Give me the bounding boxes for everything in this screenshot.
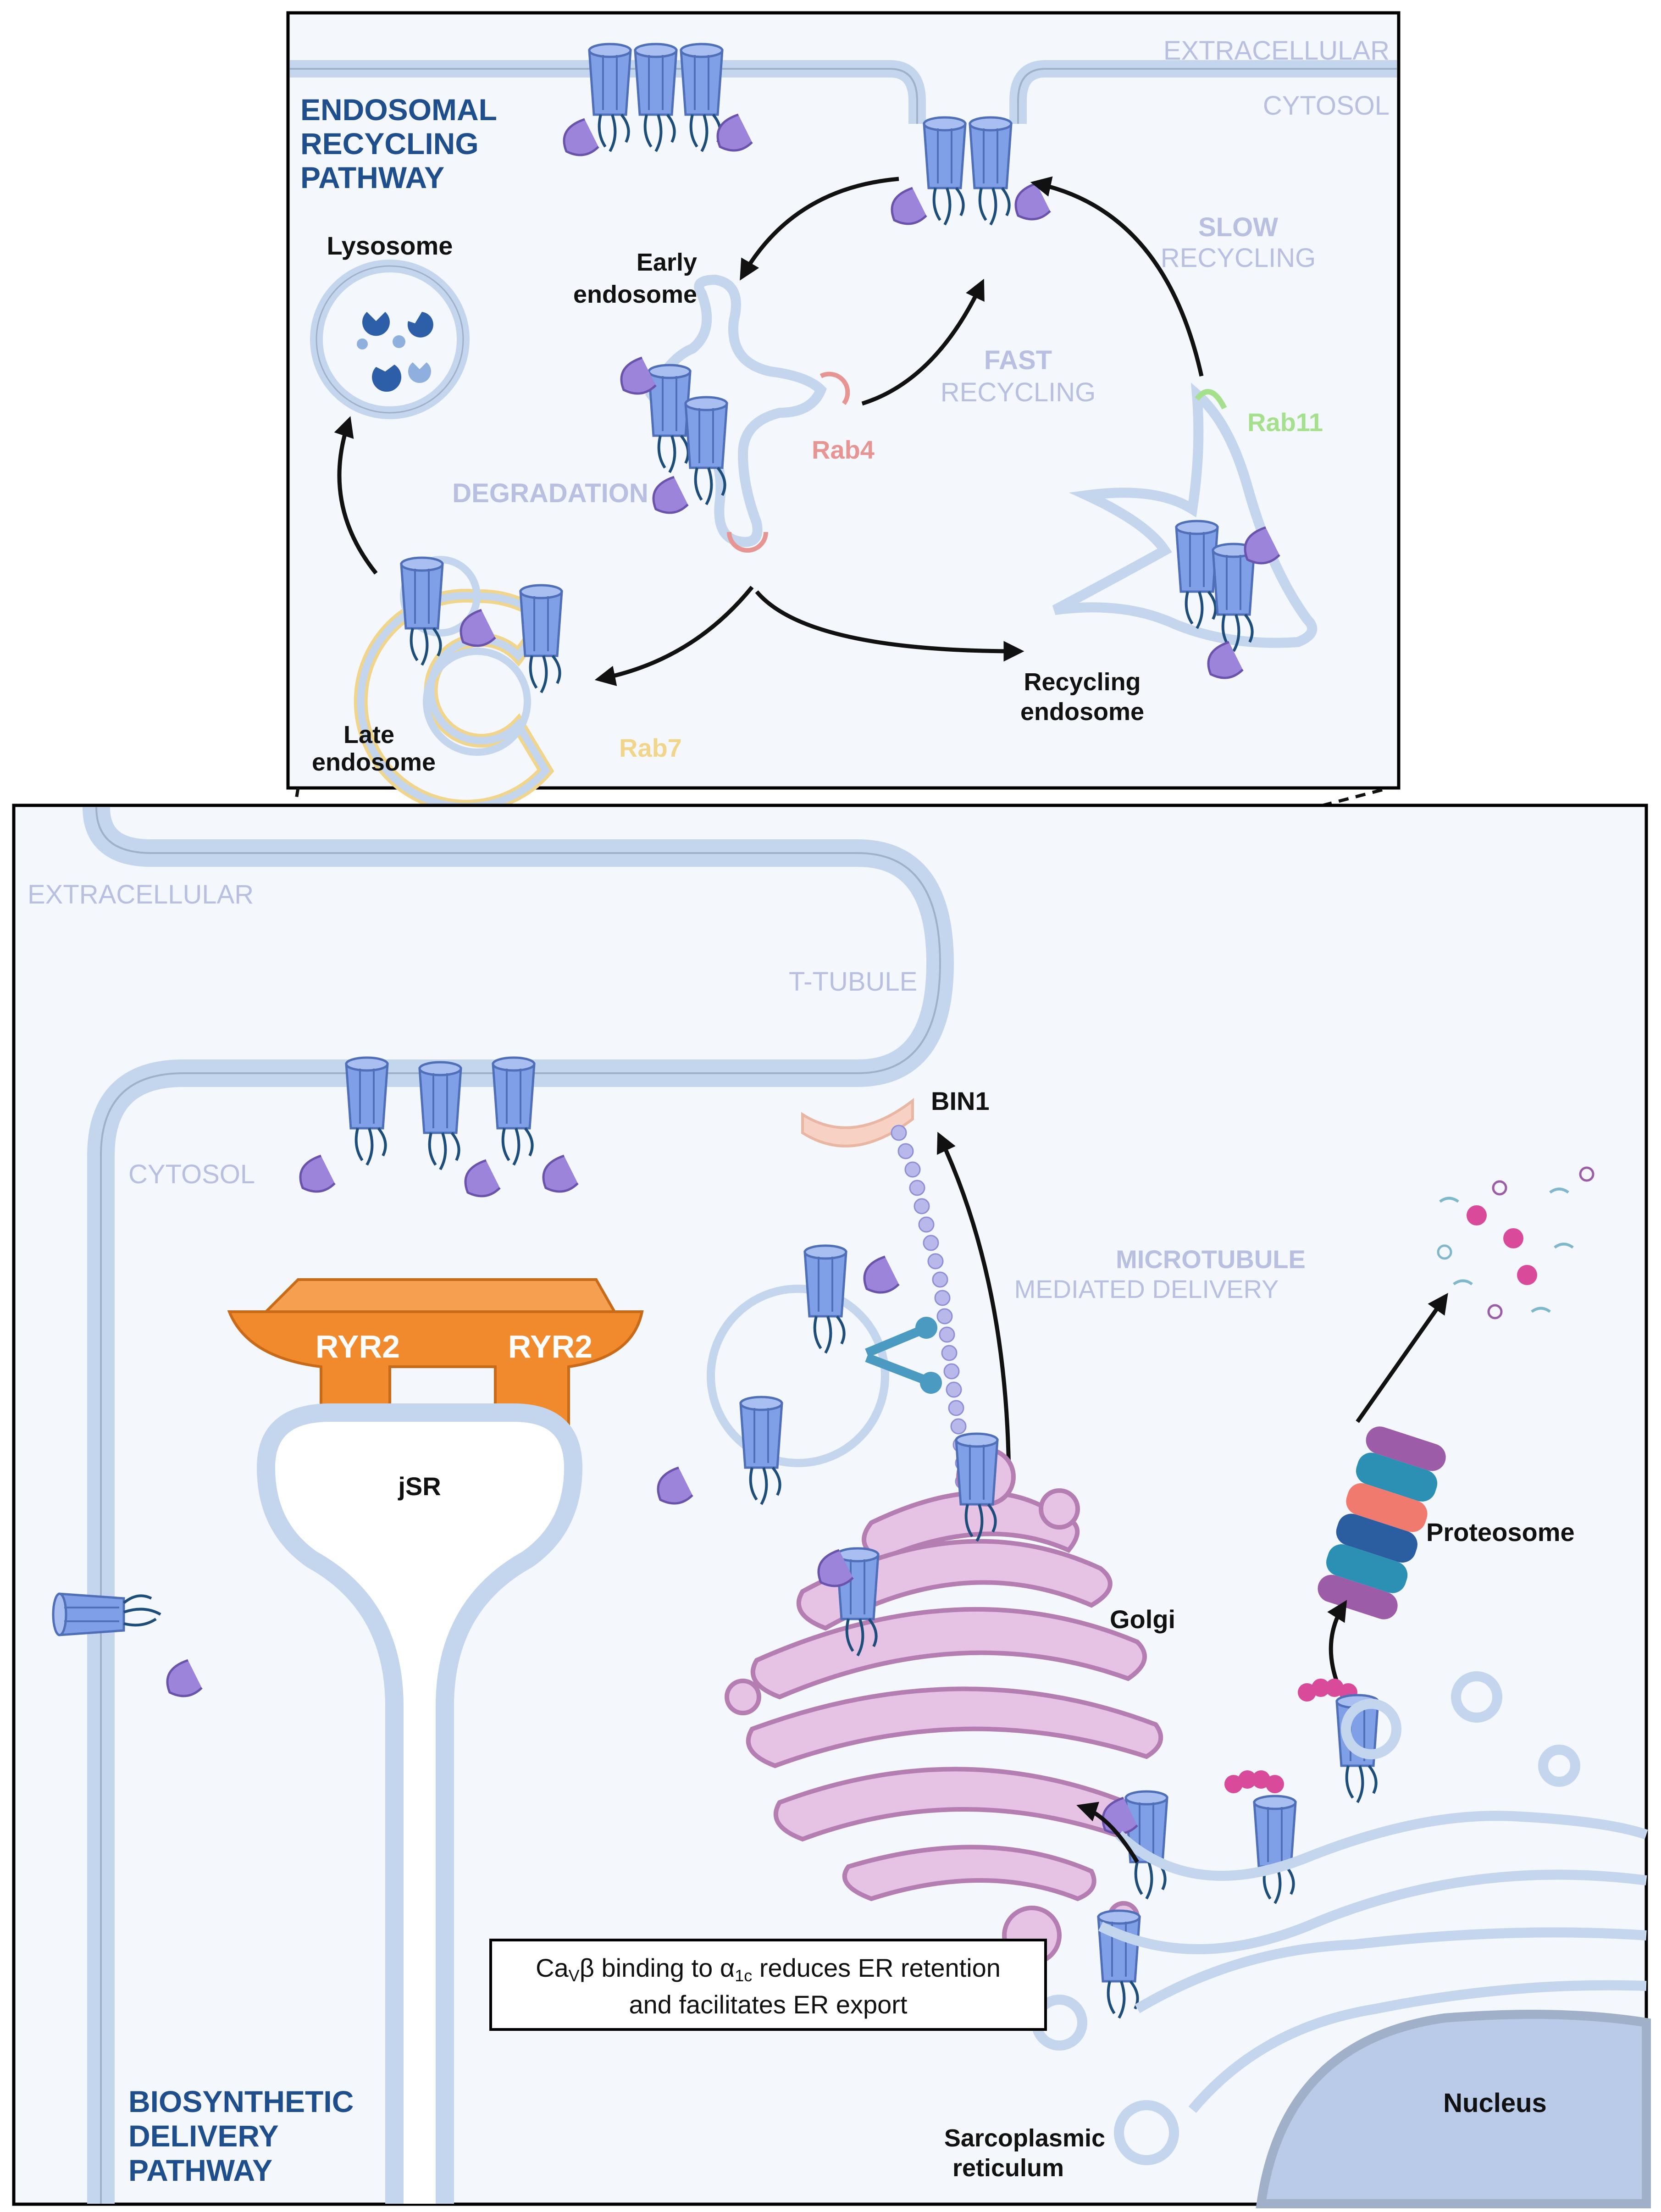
lysosome [310, 260, 470, 419]
nucleus [1256, 2010, 1651, 2208]
bin1-shape [801, 1098, 914, 1148]
microtubule-label-2: MEDIATED DELIVERY [1014, 1275, 1279, 1303]
ubiquitin-arrow [1327, 1600, 1347, 1689]
sr-label-1: Sarcoplasmic [944, 2124, 1105, 2152]
proteasome [1318, 1426, 1446, 1619]
sarcoplasmic-reticulum [1031, 1671, 1648, 2165]
early-endosome [621, 274, 850, 553]
t-tubule-label: T-TUBULE [789, 967, 917, 997]
jsr-label: jSR [398, 1472, 441, 1501]
jsr-membrane [256, 1403, 583, 2204]
nucleus-label: Nucleus [1443, 2088, 1547, 2118]
ER-export-note: CaVβ binding to α1c reduces ER retention… [489, 1939, 1047, 2031]
rab7-label: Rab7 [619, 733, 682, 762]
top-arrows [334, 176, 1204, 686]
recycling-endosome-label-2: endosome [1020, 698, 1144, 726]
microtubule-arrow [936, 1131, 1011, 1486]
fast-label-2: RECYCLING [941, 377, 1096, 407]
lysosome-label: Lysosome [327, 231, 453, 260]
recycling-endosome-label-1: Recycling [1024, 668, 1141, 696]
peptide-fragments [1437, 1166, 1595, 1319]
note-line-1: CaVβ binding to α1c reduces ER retention [536, 1953, 1001, 1985]
sr-label-2: reticulum [952, 2154, 1064, 2182]
golgi-label: Golgi [1110, 1605, 1175, 1634]
degradation-arrow [1356, 1292, 1448, 1423]
fast-label-1: FAST [984, 345, 1052, 375]
endosomal-panel: ENDOSOMAL RECYCLING PATHWAY EXTRACELLULA… [286, 11, 1401, 814]
late-endosome [354, 556, 562, 814]
top-title-3: PATHWAY [300, 161, 444, 194]
top-cytosol-label: CYTOSOL [1263, 91, 1390, 121]
transport-vesicle [658, 1246, 942, 1504]
pathway-label-3: PATHWAY [128, 2153, 272, 2187]
top-title-2: RECYCLING [300, 127, 479, 161]
slow-label-1: SLOW [1198, 212, 1278, 242]
early-endosome-label-2: endosome [573, 281, 697, 308]
early-endosome-label-1: Early [637, 249, 697, 276]
bin1-label: BIN1 [931, 1087, 990, 1115]
note-line-2: and facilitates ER export [629, 1990, 908, 2019]
top-extracellular-label: EXTRACELLULAR [1163, 36, 1390, 66]
rab4-label: Rab4 [812, 435, 875, 464]
er-export-arrow [1076, 1802, 1139, 1863]
late-endosome-label-2: endosome [312, 748, 436, 776]
bottom-extracellular-label: EXTRACELLULAR [28, 880, 254, 909]
ryr2-left-label: RYR2 [316, 1329, 400, 1364]
cell-panel: EXTRACELLULAR CYTOSOL T-TUBULE BIN1 RYR2… [12, 804, 1651, 2208]
pathway-label-1: BIOSYNTHETIC [128, 2084, 354, 2118]
degradation-label: DEGRADATION [452, 478, 648, 508]
top-title-1: ENDOSOMAL [300, 93, 497, 127]
bottom-cytosol-label: CYTOSOL [128, 1159, 255, 1189]
late-endosome-label-1: Late [343, 721, 394, 748]
pathway-label-2: DELIVERY [128, 2119, 279, 2153]
microtubule-label-1: MICROTUBULE [1116, 1245, 1306, 1274]
rab11-label: Rab11 [1247, 408, 1323, 437]
slow-label-2: RECYCLING [1161, 243, 1316, 273]
ryr2-right-label: RYR2 [508, 1329, 592, 1364]
recycling-endosome [1052, 383, 1318, 678]
proteosome-label: Proteosome [1426, 1518, 1575, 1547]
